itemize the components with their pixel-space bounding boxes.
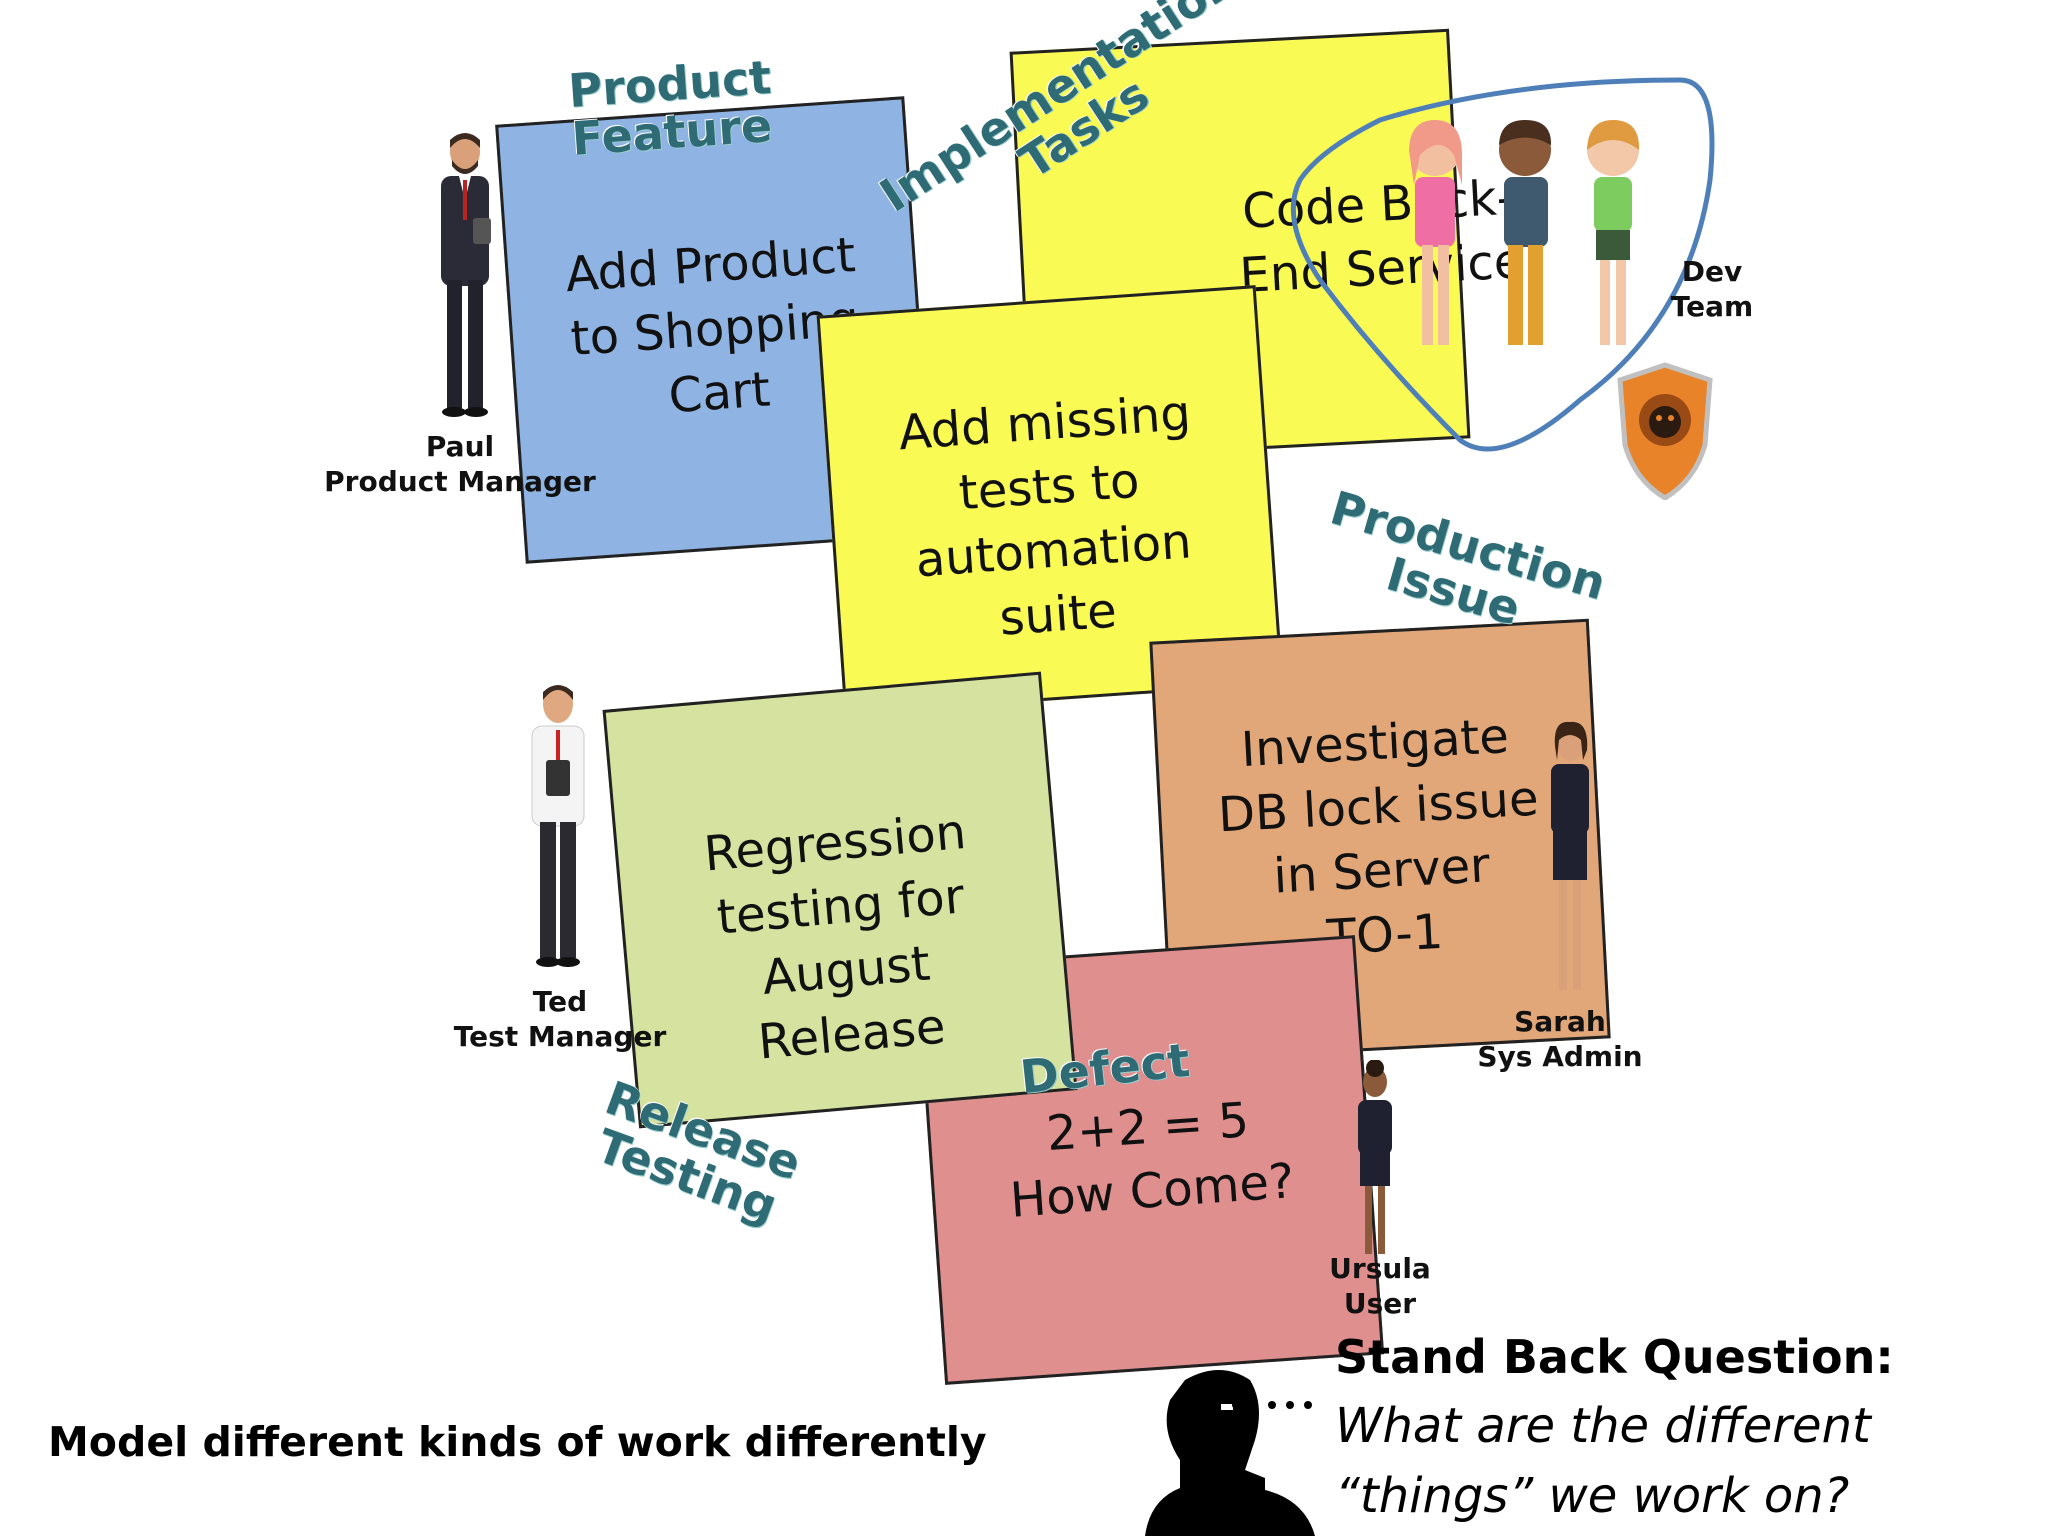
- thought-dots: [1232, 1401, 1312, 1409]
- question-line-1: What are the different: [1335, 1398, 1871, 1454]
- dev-team-role: Team: [1670, 290, 1754, 323]
- ted-role: Test Manager: [453, 1020, 667, 1053]
- paul-role: Product Manager: [324, 465, 596, 498]
- paul-name: Paul: [425, 430, 495, 463]
- ursula-role: User: [1343, 1287, 1417, 1320]
- dev-team-name: Dev: [1681, 255, 1743, 288]
- sarah-role: Sys Admin: [1477, 1040, 1643, 1073]
- dev-team-figures-icon: [1409, 120, 1640, 345]
- question-line-2: “things” we work on?: [1335, 1468, 1850, 1524]
- ursula-name: Ursula: [1329, 1252, 1431, 1285]
- ursula-figure-icon: [1358, 1060, 1392, 1254]
- paul-figure-icon: [441, 133, 491, 417]
- sarah-name: Sarah: [1514, 1005, 1606, 1038]
- sticky-note-release-testing: Regression testing for August Release: [602, 671, 1078, 1129]
- label-product-feature: Product Feature: [566, 49, 774, 167]
- sarah-figure-icon: [1551, 721, 1589, 990]
- ted-figure-icon: [531, 685, 585, 967]
- lion-shield-icon: [1617, 362, 1713, 500]
- thinking-person-icon: [1145, 1370, 1315, 1536]
- ted-name: Ted: [532, 985, 588, 1018]
- dev-team-outline: [1290, 77, 1715, 452]
- question-title: Stand Back Question:: [1335, 1330, 1894, 1384]
- model-work-caption: Model different kinds of work differentl…: [48, 1418, 987, 1466]
